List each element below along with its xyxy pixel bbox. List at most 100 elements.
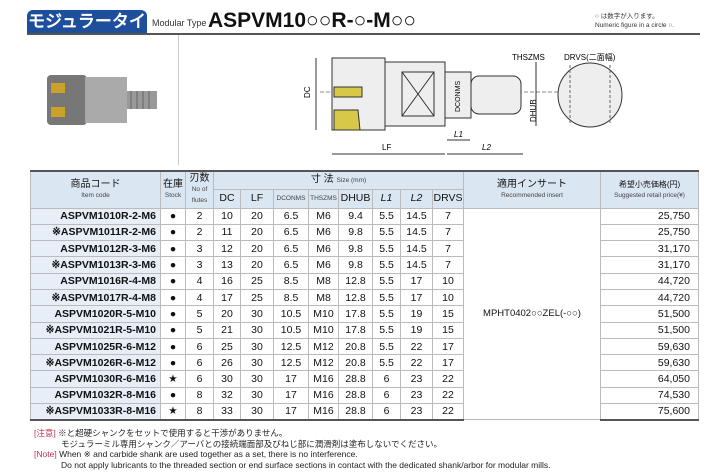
- cell-dconms: 10.5: [273, 305, 309, 323]
- cell-dhub: 28.8: [338, 386, 373, 405]
- code-jp: 商品コード: [70, 178, 121, 190]
- cell-price: 59,630: [600, 337, 699, 356]
- cell-price: 31,170: [600, 256, 699, 274]
- cell-stock: ●: [160, 337, 186, 356]
- type-badge: モジュラータイプ: [27, 10, 147, 55]
- cell-dc: 32: [213, 386, 241, 405]
- cell-dhub: 28.8: [338, 403, 373, 421]
- cell-drvs: 15: [432, 321, 464, 339]
- cell-thszms: M6: [308, 256, 339, 274]
- col-dconms: DCONMS: [273, 188, 309, 209]
- cell-drvs: 7: [432, 207, 464, 225]
- cell-price: 75,600: [600, 403, 699, 421]
- cell-z: 8: [185, 386, 214, 405]
- size-jp: 寸 法: [310, 174, 334, 186]
- cell-dconms: 8.5: [273, 288, 309, 307]
- cell-drvs: 17: [432, 354, 464, 372]
- cell-code: ※ASPVM1011R-2-M6: [30, 223, 161, 242]
- cell-z: 2: [185, 223, 214, 242]
- cell-code: ※ASPVM1017R-4-M8: [30, 288, 161, 307]
- cell-z: 6: [185, 354, 214, 372]
- cell-l1: 5.5: [372, 207, 401, 225]
- cell-l1: 6: [372, 403, 401, 421]
- cell-z: 3: [185, 256, 214, 274]
- cell-lf: 25: [240, 272, 274, 290]
- price-jp: 希望小売価格(円): [618, 179, 681, 189]
- cell-thszms: M6: [308, 223, 339, 242]
- cell-l1: 5.5: [372, 240, 401, 258]
- cell-dc: 13: [213, 256, 241, 274]
- cell-dhub: 12.8: [338, 272, 373, 290]
- cell-stock: ★: [160, 403, 186, 421]
- cell-code: ※ASPVM1013R-3-M6: [30, 256, 161, 274]
- cell-dconms: 12.5: [273, 354, 309, 372]
- cell-z: 4: [185, 272, 214, 290]
- cell-l1: 6: [372, 386, 401, 405]
- cell-dc: 25: [213, 337, 241, 356]
- cell-dc: 11: [213, 223, 241, 242]
- cell-z: 4: [185, 288, 214, 307]
- cell-stock: ●: [160, 272, 186, 290]
- cell-l1: 5.5: [372, 256, 401, 274]
- cell-drvs: 7: [432, 240, 464, 258]
- cell-dhub: 20.8: [338, 354, 373, 372]
- cell-dc: 17: [213, 288, 241, 307]
- cell-drvs: 7: [432, 256, 464, 274]
- cell-code: ASPVM1020R-5-M10: [30, 305, 161, 323]
- cell-l2: 14.5: [400, 240, 433, 258]
- note-jp: ○ は数字が入ります。: [595, 13, 659, 20]
- cell-dc: 16: [213, 272, 241, 290]
- insert-jp: 適用インサート: [497, 178, 567, 190]
- dhub-label: DHUB: [529, 99, 538, 122]
- cell-price: 25,750: [600, 223, 699, 242]
- cell-dconms: 17: [273, 386, 309, 405]
- cell-thszms: M16: [308, 386, 339, 405]
- cell-dc: 33: [213, 403, 241, 421]
- cell-drvs: 7: [432, 223, 464, 242]
- cell-price: 74,530: [600, 386, 699, 405]
- cell-stock: ●: [160, 305, 186, 323]
- cell-dc: 26: [213, 354, 241, 372]
- cell-l2: 17: [400, 288, 433, 307]
- cell-code: ASPVM1030R-6-M16: [30, 370, 161, 388]
- cell-stock: ●: [160, 288, 186, 307]
- cell-l1: 5.5: [372, 223, 401, 242]
- cell-code: ※ASPVM1021R-5-M10: [30, 321, 161, 339]
- cell-lf: 20: [240, 207, 274, 225]
- cell-dhub: 9.8: [338, 256, 373, 274]
- cell-thszms: M16: [308, 370, 339, 388]
- cell-lf: 25: [240, 288, 274, 307]
- cell-dconms: 6.5: [273, 240, 309, 258]
- cell-lf: 20: [240, 240, 274, 258]
- cell-drvs: 22: [432, 386, 464, 405]
- cell-lf: 30: [240, 305, 274, 323]
- cell-drvs: 17: [432, 337, 464, 356]
- drvs-label: DRVS(二面幅): [564, 52, 616, 62]
- cell-stock: ●: [160, 321, 186, 339]
- cell-stock: ●: [160, 256, 186, 274]
- cell-dc: 21: [213, 321, 241, 339]
- cell-l2: 17: [400, 272, 433, 290]
- cell-z: 2: [185, 207, 214, 225]
- cell-drvs: 15: [432, 305, 464, 323]
- cell-drvs: 10: [432, 272, 464, 290]
- cell-dconms: 6.5: [273, 223, 309, 242]
- l1-label: L1: [454, 130, 463, 139]
- cell-lf: 30: [240, 403, 274, 421]
- technical-drawing: DC DCONMS DHUB THSZMS LF L1 L2 DRVS(二面幅): [303, 52, 623, 155]
- cell-lf: 30: [240, 321, 274, 339]
- col-drvs: DRVS: [432, 188, 464, 209]
- cell-dconms: 17: [273, 403, 309, 421]
- cell-lf: 30: [240, 370, 274, 388]
- cell-price: 64,050: [600, 370, 699, 388]
- note-line1-en: When ※ and carbide shank are used togeth…: [59, 449, 358, 459]
